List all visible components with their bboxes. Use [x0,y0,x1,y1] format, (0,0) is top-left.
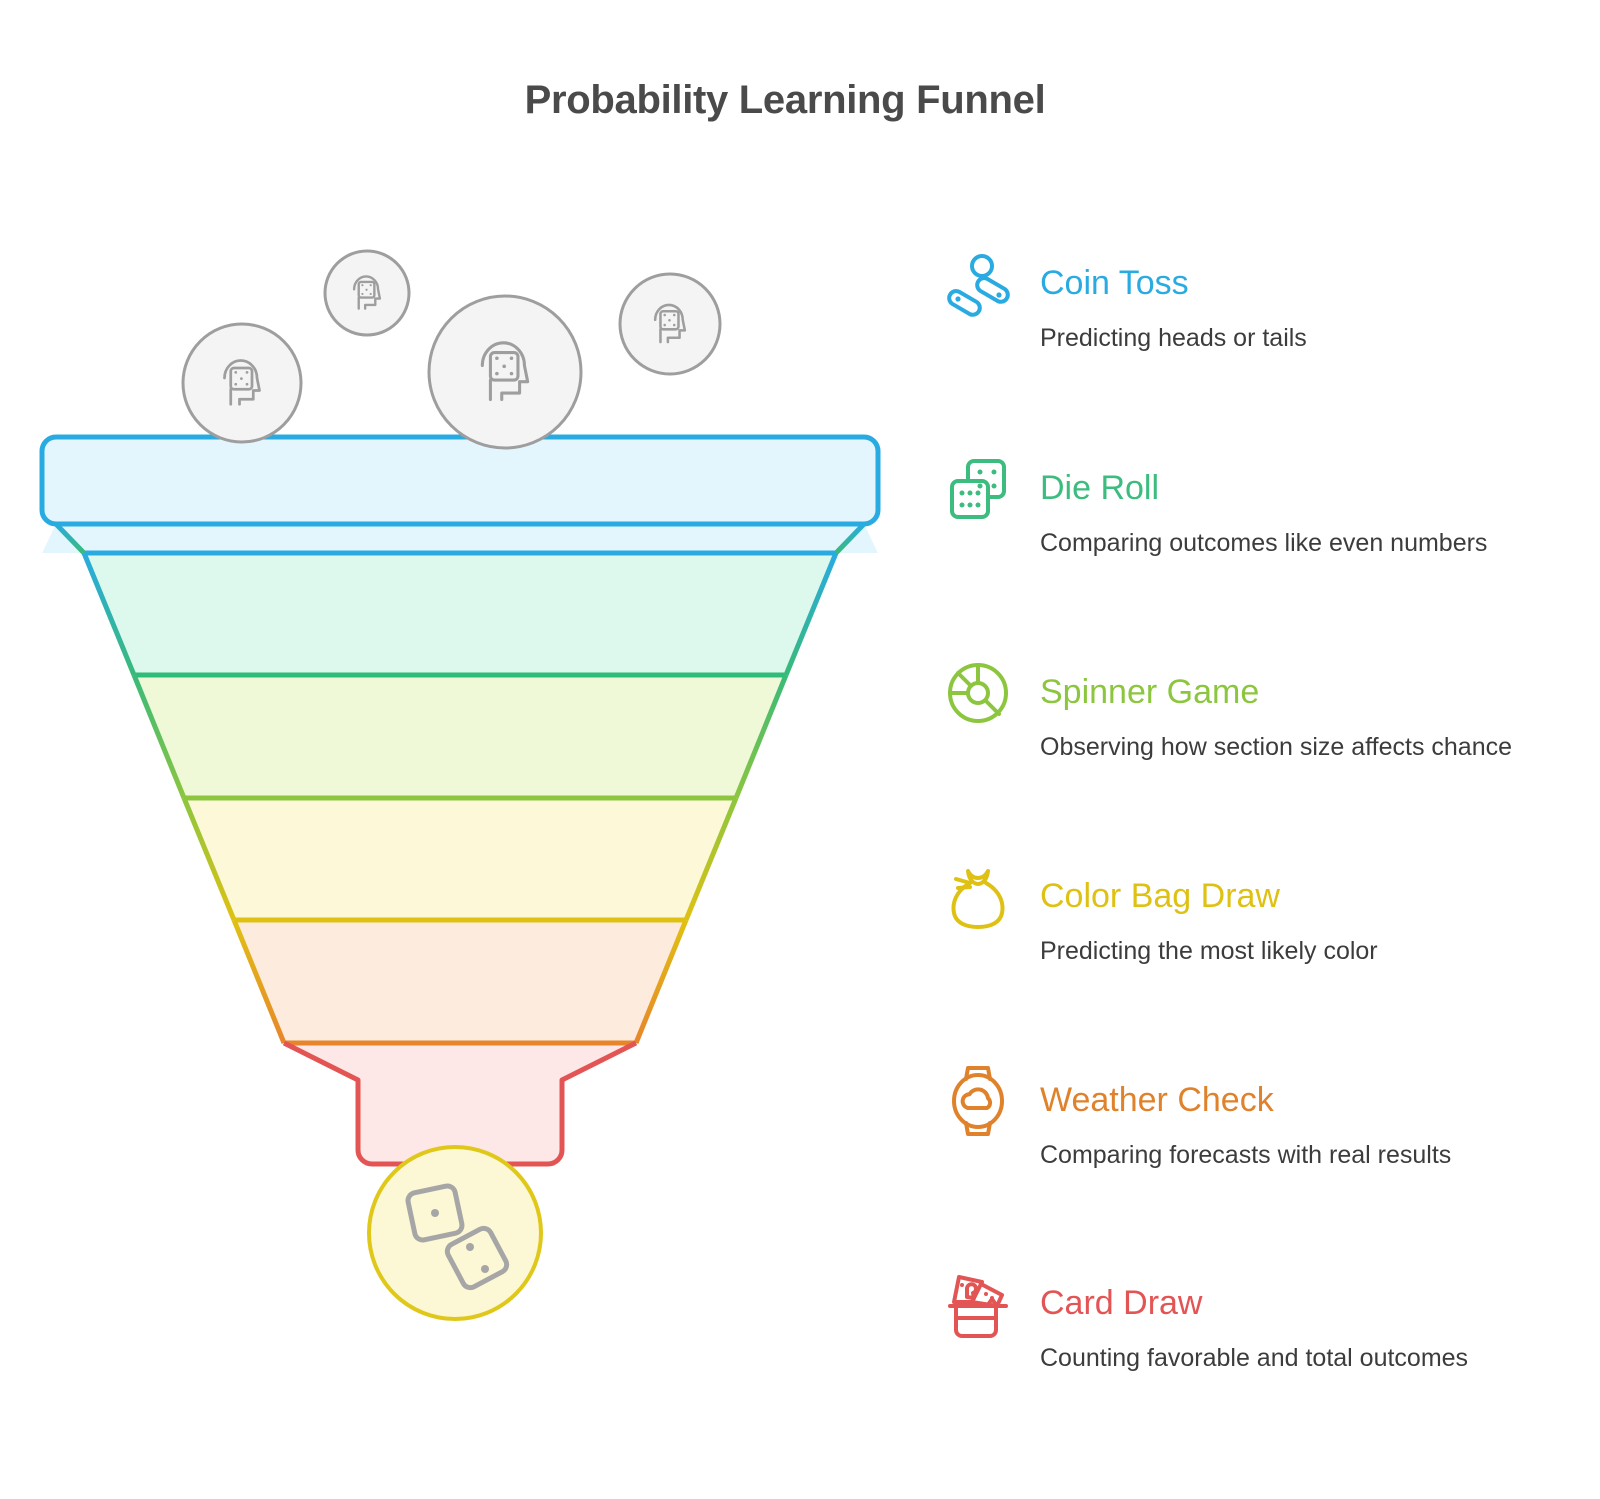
funnel-stage-card-draw[interactable] [284,1043,636,1164]
legend-title: Coin Toss [1040,264,1189,302]
legend-desc: Comparing forecasts with real results [1040,1141,1452,1169]
funnel-diagram [39,249,881,1321]
funnel-edge-left-4 [181,797,237,921]
funnel-stage-spinner-game[interactable] [134,675,786,798]
watch-cloud-icon [942,1065,1014,1137]
funnel-edge-left-1 [54,522,86,555]
coin-toss-icon [942,248,1014,320]
funnel-top-icon-1 [181,322,303,444]
funnel-edge-right-2 [783,552,839,676]
funnel-edge-left-2 [81,552,137,676]
funnel-bottom-bubble [367,1145,543,1321]
funnel-svg [39,249,881,1321]
legend-desc: Predicting heads or tails [1040,324,1307,352]
legend-list: Coin Toss Predicting heads or tails Die … [930,236,1570,1426]
funnel-edge-right-1 [834,522,866,555]
funnel-stage-weather-check[interactable] [234,920,686,1043]
spinner-icon [942,657,1014,729]
bag-icon [942,861,1014,933]
funnel-top-icon-2 [323,249,411,337]
legend-desc: Observing how section size affects chanc… [1040,733,1513,761]
funnel-top-icon-4 [618,272,722,376]
dice-icon [942,453,1014,525]
legend-item-weather-check[interactable]: Weather Check Comparing forecasts with r… [930,1053,1570,1203]
funnel-edge-right-3 [733,674,789,799]
legend-desc: Counting favorable and total outcomes [1040,1344,1469,1372]
funnel-edge-left-5 [231,919,287,1044]
funnel-stage-color-bag-draw[interactable] [184,798,736,920]
hat-cards-icon [942,1268,1014,1340]
legend-item-color-bag-draw[interactable]: Color Bag Draw Predicting the most likel… [930,849,1570,999]
funnel-edge-right-5 [633,919,689,1044]
funnel-stage-coin-toss[interactable] [42,437,878,553]
legend-item-card-draw[interactable]: Card Draw Counting favorable and total o… [930,1256,1570,1406]
legend-item-coin-toss[interactable]: Coin Toss Predicting heads or tails [930,236,1570,386]
page-title: Probability Learning Funnel [524,78,1046,122]
legend-title: Die Roll [1040,469,1160,507]
legend-desc: Predicting the most likely color [1040,937,1378,965]
legend-desc: Comparing outcomes like even numbers [1040,529,1488,557]
legend-item-spinner-game[interactable]: Spinner Game Observing how section size … [930,645,1570,795]
funnel-edge-left-3 [131,674,187,799]
legend-title: Weather Check [1040,1081,1274,1119]
funnel-stage-die-roll[interactable] [84,553,836,675]
funnel-edge-right-4 [683,797,739,921]
legend-title: Spinner Game [1040,673,1260,711]
funnel-top-icon-3 [427,294,583,450]
legend-item-die-roll[interactable]: Die Roll Comparing outcomes like even nu… [930,441,1570,591]
legend-title: Card Draw [1040,1284,1203,1322]
legend-title: Color Bag Draw [1040,877,1280,915]
